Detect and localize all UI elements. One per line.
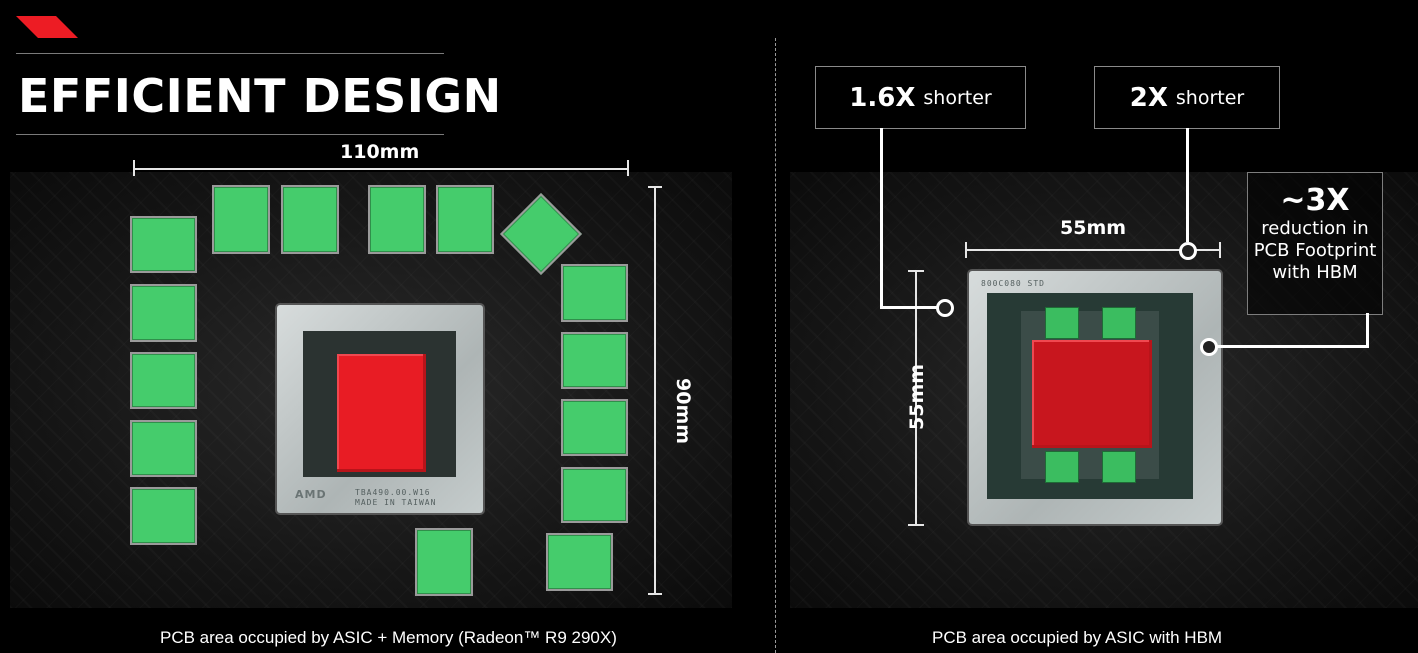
callout-value: 1.6X — [849, 82, 916, 113]
leader-line — [1366, 313, 1369, 348]
gpu-die-right — [1032, 340, 1152, 448]
panel-divider — [775, 38, 776, 653]
footprint-value: ~3X — [1280, 183, 1350, 218]
callout-value: 2X — [1129, 82, 1168, 113]
leader-line — [1186, 128, 1189, 242]
package-logo: AMD — [295, 488, 327, 501]
dimension-tick — [648, 186, 662, 188]
hbm-stack — [1102, 307, 1136, 339]
memory-chip — [546, 533, 613, 591]
leader-node — [1200, 338, 1218, 356]
page-title: EFFICIENT DESIGN — [18, 69, 502, 123]
callout-text: shorter — [1175, 86, 1245, 109]
package-marking: 800C080 STD — [981, 279, 1045, 288]
width-dimension-line-left — [133, 168, 628, 170]
dimension-tick — [965, 242, 967, 258]
callout-width-reduction: 1.6X shorter — [815, 66, 1026, 129]
memory-chip — [212, 185, 270, 254]
gpu-die-left — [337, 354, 426, 472]
footprint-line: PCB Footprint — [1253, 240, 1377, 261]
title-rule-bottom — [16, 134, 444, 135]
leader-node — [1179, 242, 1197, 260]
hbm-stack — [1102, 451, 1136, 483]
leader-line — [1212, 345, 1369, 348]
memory-chip — [368, 185, 426, 254]
height-label-right: 55mm — [906, 363, 928, 430]
leader-line — [880, 306, 940, 309]
caption-right: PCB area occupied by ASIC with HBM — [932, 628, 1223, 647]
amd-accent-logo-icon — [16, 16, 78, 38]
title-rule-top — [16, 53, 444, 54]
memory-chip — [130, 352, 197, 409]
dimension-tick — [908, 270, 924, 272]
callout-text: shorter — [923, 86, 992, 109]
hbm-stack — [1045, 451, 1079, 483]
asic-package-left: AMD TBA490.00.W16 MADE IN TAIWAN — [277, 305, 483, 513]
memory-chip — [436, 185, 494, 254]
callout-height-reduction: 2X shorter — [1094, 66, 1280, 129]
dimension-tick — [908, 524, 924, 526]
height-dimension-line-right — [915, 270, 917, 525]
dimension-tick — [648, 593, 662, 595]
package-marking: TBA490.00.W16 — [355, 488, 431, 497]
asic-package-right: 800C080 STD — [969, 271, 1221, 524]
memory-chip — [130, 284, 197, 342]
dimension-tick — [1219, 242, 1221, 258]
memory-chip — [561, 467, 628, 523]
footprint-reduction-box: ~3X reduction in PCB Footprint with HBM — [1247, 172, 1383, 315]
width-label-left: 110mm — [340, 141, 420, 163]
memory-chip — [561, 399, 628, 456]
width-dimension-line-right — [965, 249, 1220, 251]
footprint-line: reduction in — [1261, 218, 1369, 239]
dimension-tick — [627, 160, 629, 176]
dimension-tick — [133, 160, 135, 176]
width-label-right: 55mm — [1060, 217, 1127, 239]
package-marking: MADE IN TAIWAN — [355, 498, 437, 507]
caption-left: PCB area occupied by ASIC + Memory (Rade… — [160, 628, 617, 647]
memory-chip — [561, 332, 628, 389]
memory-chip — [130, 487, 197, 545]
memory-chip — [281, 185, 339, 254]
hbm-stack — [1045, 307, 1079, 339]
memory-chip — [415, 528, 473, 596]
memory-chip — [561, 264, 628, 322]
height-label-left: 90mm — [672, 378, 694, 445]
leader-node — [936, 299, 954, 317]
height-dimension-line-left — [654, 186, 656, 594]
memory-chip — [130, 420, 197, 477]
footprint-line: with HBM — [1272, 262, 1358, 283]
memory-chip — [130, 216, 197, 273]
leader-line — [880, 128, 883, 309]
